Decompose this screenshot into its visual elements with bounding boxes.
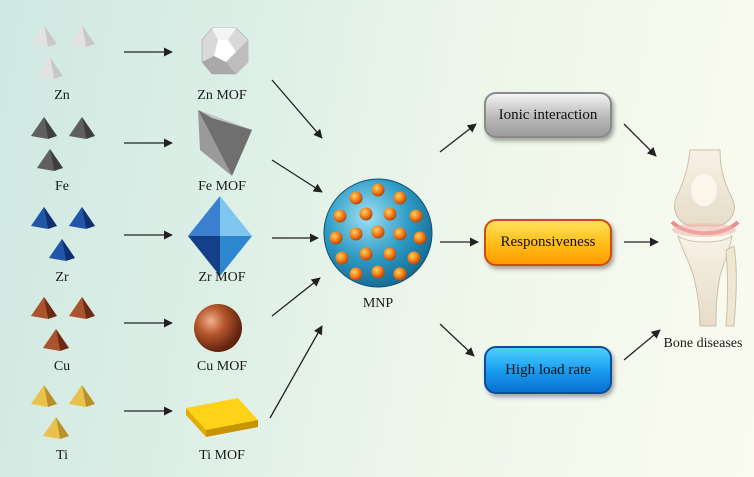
zr-mof-octahedron-icon bbox=[188, 196, 252, 276]
mnp-label: MNP bbox=[362, 296, 394, 311]
mof-to-mnp-arrows bbox=[269, 79, 323, 419]
cu-tetrahedra-icon bbox=[31, 297, 95, 351]
mnp-nanoparticle-icon bbox=[323, 178, 433, 288]
knee-joint-icon bbox=[670, 149, 740, 327]
property-to-bone-arrows bbox=[623, 123, 661, 361]
mof-label-cu: Cu MOF bbox=[196, 359, 248, 374]
element-label-zr: Zr bbox=[55, 270, 69, 285]
cu-mof-sphere-icon bbox=[194, 304, 242, 352]
fe-mof-bipyramid-icon bbox=[198, 110, 252, 176]
element-to-mof-arrows bbox=[124, 47, 173, 416]
property-high-load-rate: High load rate bbox=[484, 346, 612, 394]
mof-label-fe: Fe MOF bbox=[198, 179, 246, 194]
property-ionic-interaction: Ionic interaction bbox=[484, 92, 612, 138]
ti-mof-slab-icon bbox=[186, 398, 258, 437]
zn-mof-polyhedron-icon bbox=[201, 27, 249, 75]
property-responsiveness: Responsiveness bbox=[484, 219, 612, 266]
element-label-zn: Zn bbox=[54, 88, 70, 103]
element-label-cu: Cu bbox=[53, 359, 71, 374]
mnp-to-property-arrows bbox=[439, 123, 479, 357]
zn-tetrahedra-icon bbox=[31, 25, 95, 79]
target-label-bone-diseases: Bone diseases bbox=[663, 336, 743, 351]
mof-label-zr: Zr MOF bbox=[198, 270, 246, 285]
ti-tetrahedra-icon bbox=[31, 385, 95, 439]
element-label-ti: Ti bbox=[56, 448, 68, 463]
fe-tetrahedra-icon bbox=[31, 117, 95, 171]
mof-label-ti: Ti MOF bbox=[199, 448, 245, 463]
mof-label-zn: Zn MOF bbox=[197, 88, 247, 103]
element-label-fe: Fe bbox=[55, 179, 69, 194]
zr-tetrahedra-icon bbox=[31, 207, 95, 261]
